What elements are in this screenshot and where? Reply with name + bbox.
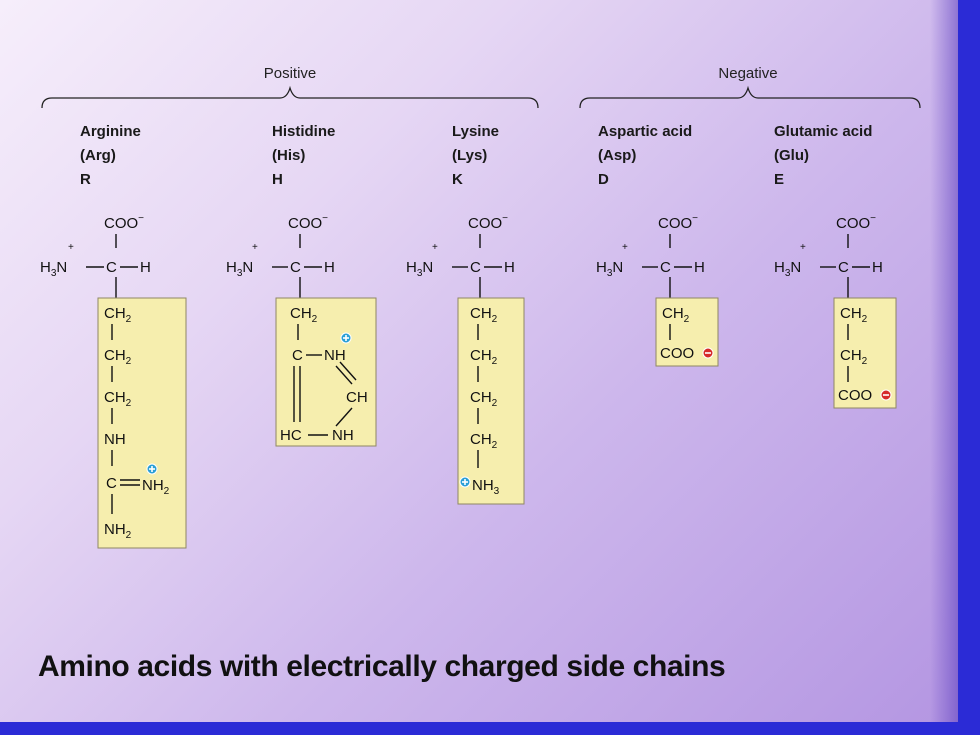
svg-text:NH: NH — [324, 347, 346, 364]
slide-edge-shadow — [930, 0, 958, 722]
svg-text:H3N: H3N — [596, 259, 623, 279]
svg-text:C: C — [290, 259, 301, 276]
svg-text:H: H — [324, 259, 335, 276]
svg-text:+: + — [252, 242, 258, 253]
svg-text:K: K — [452, 171, 463, 188]
svg-text:(Glu): (Glu) — [774, 147, 809, 164]
svg-text:NH: NH — [104, 431, 126, 448]
name-arginine: Arginine (Arg) R — [80, 123, 141, 188]
positive-charge-icon — [340, 332, 352, 344]
svg-text:(Asp): (Asp) — [598, 147, 636, 164]
svg-text:R: R — [80, 171, 91, 188]
svg-text:CH2: CH2 — [104, 347, 132, 367]
svg-text:COO−: COO− — [836, 213, 876, 232]
name-lysine: Lysine (Lys) K — [452, 123, 499, 188]
group-label-negative: Negative — [718, 65, 777, 82]
svg-text:D: D — [598, 171, 609, 188]
svg-text:+: + — [432, 242, 438, 253]
svg-text:CH2: CH2 — [104, 389, 132, 409]
svg-text:COO: COO — [838, 387, 872, 404]
svg-text:C: C — [292, 347, 303, 364]
positive-charge-icon — [459, 476, 471, 488]
svg-text:H3N: H3N — [226, 259, 253, 279]
frame-right-bar — [958, 0, 980, 735]
svg-text:Glutamic acid: Glutamic acid — [774, 123, 872, 140]
name-histidine: Histidine (His) H — [272, 123, 335, 188]
svg-text:NH2: NH2 — [142, 477, 170, 497]
svg-text:C: C — [106, 475, 117, 492]
svg-text:COO−: COO− — [288, 213, 328, 232]
svg-text:Histidine: Histidine — [272, 123, 335, 140]
negative-charge-icon — [880, 389, 892, 401]
side-chain-lysine: CH2 CH2 CH2 CH2 NH3 — [457, 297, 525, 505]
svg-text:(Arg): (Arg) — [80, 147, 116, 164]
backbone-aspartic-acid: COO− + H3N C H — [596, 213, 705, 298]
svg-text:CH2: CH2 — [290, 305, 318, 325]
svg-text:H3N: H3N — [774, 259, 801, 279]
svg-text:H: H — [272, 171, 283, 188]
negative-charge-icon — [702, 347, 714, 359]
backbone-arginine: COO− + H3N C H — [40, 213, 151, 298]
svg-text:+: + — [800, 242, 806, 253]
svg-text:(His): (His) — [272, 147, 305, 164]
svg-text:C: C — [470, 259, 481, 276]
name-glutamic-acid: Glutamic acid (Glu) E — [774, 123, 872, 188]
svg-text:COO−: COO− — [658, 213, 698, 232]
svg-text:COO−: COO− — [104, 213, 144, 232]
svg-text:CH2: CH2 — [840, 305, 868, 325]
svg-text:CH2: CH2 — [470, 431, 498, 451]
svg-text:CH2: CH2 — [470, 305, 498, 325]
frame-bottom-bar — [0, 722, 980, 735]
svg-text:Aspartic acid: Aspartic acid — [598, 123, 692, 140]
svg-text:C: C — [838, 259, 849, 276]
svg-text:Lysine: Lysine — [452, 123, 499, 140]
name-aspartic-acid: Aspartic acid (Asp) D — [598, 123, 692, 188]
svg-text:NH3: NH3 — [472, 477, 500, 497]
backbone-glutamic-acid: COO− + H3N C H — [774, 213, 883, 298]
svg-text:H: H — [140, 259, 151, 276]
svg-text:+: + — [68, 242, 74, 253]
svg-text:CH2: CH2 — [662, 305, 690, 325]
side-chain-glutamic-acid: CH2 CH2 COO — [833, 297, 897, 409]
svg-text:E: E — [774, 171, 784, 188]
backbone-histidine: COO− + H3N C H — [226, 213, 335, 298]
svg-text:+: + — [622, 242, 628, 253]
group-label-positive: Positive — [264, 65, 317, 82]
svg-text:CH: CH — [346, 389, 368, 406]
side-chain-aspartic-acid: CH2 COO — [655, 297, 719, 367]
slide-caption: Amino acids with electrically charged si… — [38, 650, 726, 683]
svg-text:Arginine: Arginine — [80, 123, 141, 140]
svg-text:NH: NH — [332, 427, 354, 444]
svg-text:CH2: CH2 — [104, 305, 132, 325]
side-chain-arginine: CH2 CH2 CH2 NH C NH2 NH2 — [97, 297, 187, 549]
svg-text:CH2: CH2 — [470, 347, 498, 367]
svg-text:CH2: CH2 — [470, 389, 498, 409]
svg-text:(Lys): (Lys) — [452, 147, 487, 164]
negative-brace — [579, 85, 921, 109]
svg-text:NH2: NH2 — [104, 521, 132, 541]
backbone-lysine: COO− + H3N C H — [406, 213, 515, 298]
positive-charge-icon — [146, 463, 158, 475]
svg-text:H3N: H3N — [406, 259, 433, 279]
svg-text:H3N: H3N — [40, 259, 67, 279]
positive-brace — [41, 85, 539, 109]
svg-text:H: H — [694, 259, 705, 276]
svg-text:H: H — [504, 259, 515, 276]
svg-text:C: C — [660, 259, 671, 276]
svg-text:C: C — [106, 259, 117, 276]
svg-text:CH2: CH2 — [840, 347, 868, 367]
svg-text:COO−: COO− — [468, 213, 508, 232]
side-chain-histidine: CH2 C NH CH HC NH — [275, 297, 377, 447]
svg-text:H: H — [872, 259, 883, 276]
svg-text:COO: COO — [660, 345, 694, 362]
svg-text:HC: HC — [280, 427, 302, 444]
